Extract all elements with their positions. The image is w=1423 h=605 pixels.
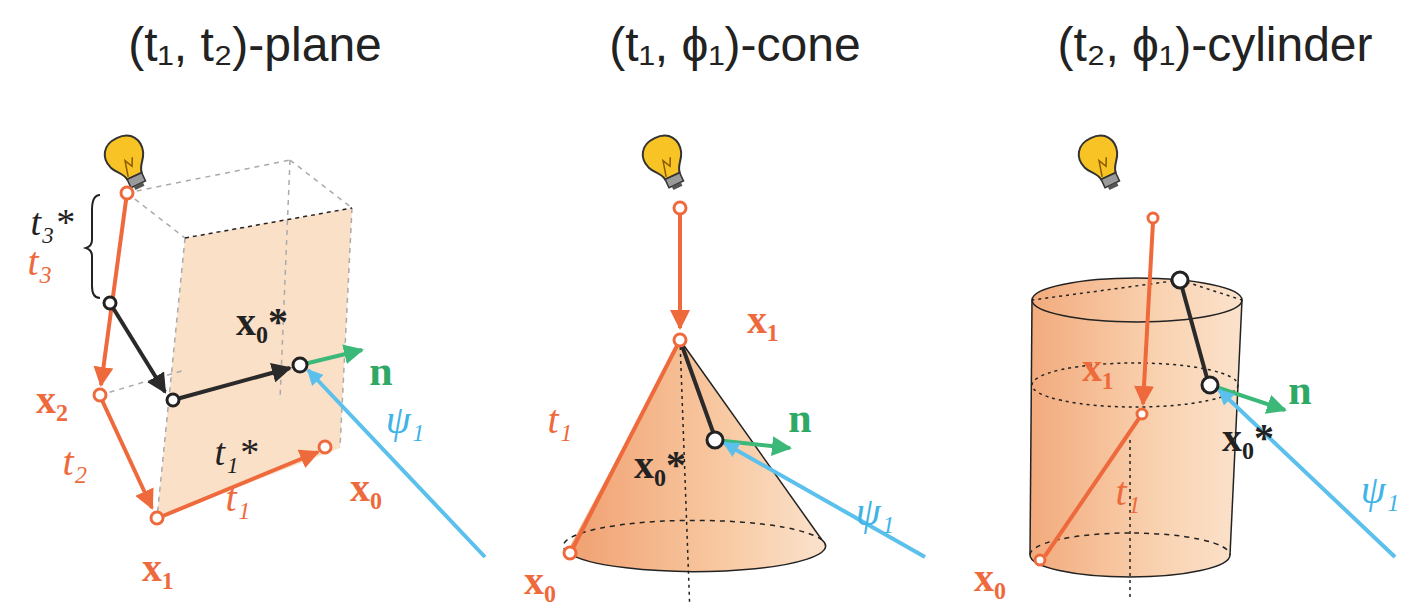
light-bulb (1073, 130, 1131, 196)
normal-label: n (788, 397, 811, 439)
vertices (94, 187, 331, 524)
light-path (678, 212, 682, 328)
normal-label: n (1288, 369, 1311, 411)
light-path (1143, 222, 1153, 404)
vertex-label: x₀* (1222, 418, 1274, 458)
vertex-label: x₀ (350, 468, 382, 508)
plane-edge (185, 208, 352, 238)
segment-label: t₃ (27, 242, 52, 282)
vertices (564, 202, 723, 559)
plane (157, 208, 352, 518)
segment-label: t₁ (547, 400, 572, 440)
normal-arrow (1210, 385, 1285, 410)
offset-label: t₃* (31, 203, 74, 241)
ray-label: ψ₁ (856, 492, 895, 532)
cylinder-figure (1030, 130, 1395, 600)
light-path (1045, 414, 1142, 556)
cone-side (680, 340, 822, 540)
vertex-label: x₂ (36, 380, 68, 420)
ray-label: ψ₁ (1361, 470, 1400, 510)
panel-title: (t₂, ϕ₁)-cylinder (1057, 21, 1372, 69)
segment-label: t₂ (62, 442, 87, 482)
cylinder-top (1032, 278, 1242, 322)
cone-base-back (563, 520, 822, 552)
vertex-label: x₁ (142, 548, 174, 588)
panel-title: (t₁, ϕ₁)-cone (609, 21, 860, 69)
cylinder-ring (1032, 363, 1238, 407)
cone-guides (1032, 280, 1242, 600)
segment-label: t₁ (225, 478, 250, 518)
view-ray (724, 443, 925, 557)
vertex-label: x₀* (634, 445, 686, 485)
shifted-path (110, 303, 290, 400)
cone-figure (563, 130, 925, 605)
vertex-label: x₀ (974, 558, 1006, 598)
light-path (101, 193, 318, 518)
box-edges (100, 160, 352, 518)
segment-label: t₁ (1115, 472, 1140, 512)
light-bulb (637, 130, 695, 196)
ray-label: ψ₁ (386, 400, 425, 440)
normal-label: n (369, 350, 392, 392)
brace (86, 195, 100, 298)
vertex-label: x₁ (747, 300, 779, 340)
vertices (1035, 213, 1218, 565)
shifted-path (680, 340, 713, 432)
vertex-label: x₁ (1082, 348, 1114, 388)
cone-base (567, 540, 826, 572)
vertex-label: x₀ (524, 561, 556, 601)
offset-label: t₁* (215, 433, 258, 471)
panel-title: (t₁, t₂)-plane (128, 21, 382, 69)
cone (567, 340, 826, 572)
view-ray (308, 370, 485, 557)
shifted-path (1180, 280, 1207, 378)
vertex-label: x₀* (236, 302, 288, 342)
plane-figure (86, 130, 485, 557)
cylinder-side (1030, 300, 1032, 555)
normal-arrow (300, 350, 362, 365)
cylinder (1030, 278, 1242, 577)
